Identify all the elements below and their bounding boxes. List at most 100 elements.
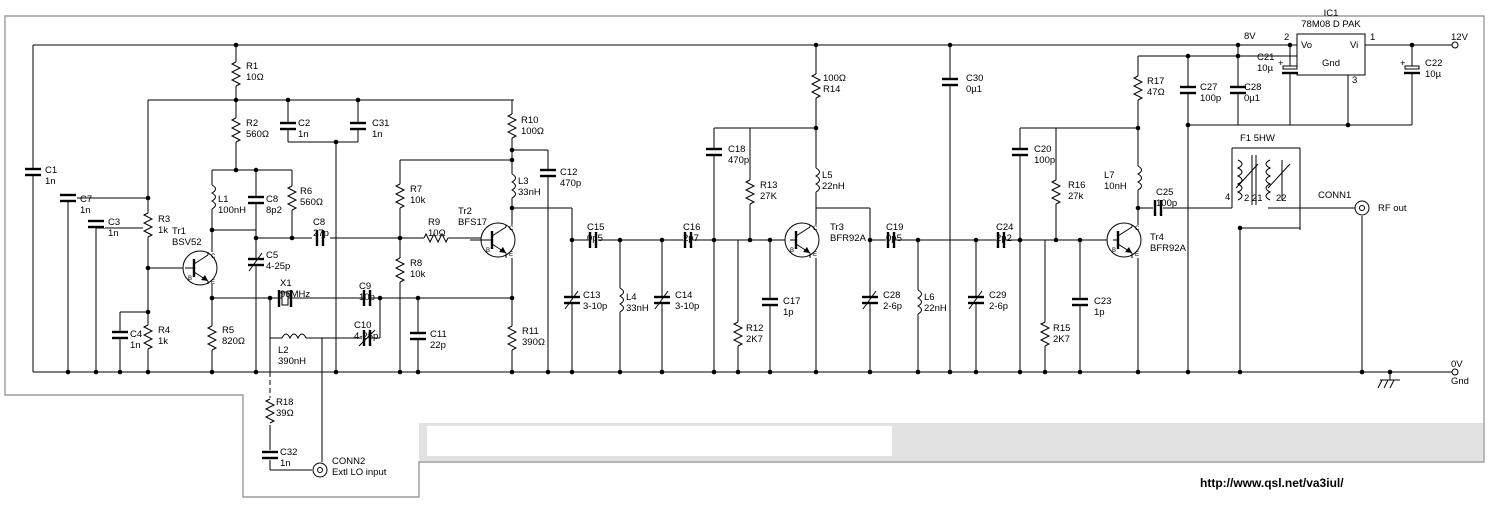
- ic1-ref: IC1: [1324, 8, 1339, 19]
- l7-label-2: 10nH: [1104, 181, 1127, 192]
- r8-label-1: R8: [410, 258, 422, 269]
- conn1-label: CONN1: [1318, 190, 1351, 201]
- ic1-vo-label: Vo: [1301, 40, 1312, 51]
- r2-label-1: R2: [246, 118, 258, 129]
- regulator-wiring: [1137, 45, 1413, 372]
- r5-label-2: 820Ω: [222, 336, 245, 347]
- l5-label-1: L5: [822, 170, 833, 181]
- x1-label-2: 96MHz: [280, 289, 310, 300]
- r8-label-2: 10k: [410, 269, 426, 280]
- conn2-label-2: Extl LO input: [332, 467, 387, 478]
- c23-label-2: 1p: [1094, 307, 1105, 318]
- r11-label-2: 390Ω: [522, 337, 545, 348]
- l5-label-2: 22nH: [822, 181, 845, 192]
- c30-label-2: 0µ1: [966, 84, 982, 95]
- label-0v: 0V: [1451, 359, 1463, 370]
- r3-label-2: 1k: [158, 225, 168, 236]
- conn2-connector[interactable]: [312, 462, 328, 478]
- c31-label-2: 1n: [372, 129, 383, 140]
- c32-label-1: C32: [280, 447, 297, 458]
- tr4-pin-e: E: [1135, 252, 1139, 258]
- tr1-pin-b: B: [188, 276, 192, 282]
- tr2-pin-b: B: [486, 248, 490, 254]
- source-url[interactable]: http://www.qsl.net/va3iul/: [1200, 476, 1344, 490]
- c18-label-1: C18: [728, 144, 745, 155]
- c19-label-2: 0p5: [886, 233, 902, 244]
- r18-label-2: 39Ω: [276, 408, 294, 419]
- c11-label-1: C11: [430, 329, 447, 340]
- c24-label-2: 2p2: [996, 233, 1012, 244]
- c2-label-2: 1n: [298, 129, 309, 140]
- l3-label-1: L3: [518, 176, 529, 187]
- r15-label-1: R15: [1053, 323, 1070, 334]
- c13-label-2: 3-10p: [583, 301, 607, 312]
- c23-label-1: C23: [1094, 296, 1111, 307]
- c24-label-1: C24: [996, 222, 1013, 233]
- r17-label-1: R17: [1147, 76, 1164, 87]
- l1-label-1: L1: [218, 194, 229, 205]
- ic1-pin2: 2: [1284, 32, 1289, 43]
- l7-label-1: L7: [1104, 170, 1115, 181]
- c25-label-1: C25: [1156, 187, 1173, 198]
- ic1-gnd-label: Gnd: [1322, 58, 1340, 69]
- c1-label-2: 1n: [45, 176, 56, 187]
- r7-label-2: 10k: [410, 195, 426, 206]
- tr1-label-2: BSV52: [172, 237, 202, 248]
- l6-label-1: L6: [924, 292, 935, 303]
- tr2-label-1: Tr2: [458, 206, 472, 217]
- ic1-pin3: 3: [1352, 75, 1357, 86]
- c5-label-2: 4-25p: [266, 261, 290, 272]
- conn1-connector[interactable]: CONN1 RF out: [1318, 190, 1407, 216]
- c7-label-1: C7: [80, 194, 92, 205]
- label-gnd: Gnd: [1451, 376, 1469, 387]
- components: C11nC71nC31nC41nR31kR41kBCETr1BSV52R110Ω…: [24, 52, 1442, 478]
- tr4-pin-c: C: [1135, 226, 1140, 232]
- c27-label-2: 100p: [1200, 93, 1221, 104]
- tr2-pin-e: E: [509, 252, 513, 258]
- c5-label-1: C5: [266, 250, 278, 261]
- r9-label-1: R9: [428, 217, 440, 228]
- r18-label-1: R18: [276, 397, 293, 408]
- c3-label-1: C3: [108, 217, 120, 228]
- c32-label-2: 1n: [280, 458, 291, 469]
- filter2-wiring: [870, 45, 1232, 372]
- r13-label-1: R13: [760, 180, 777, 191]
- conn2-label-1: CONN2: [332, 456, 365, 467]
- c22-label-2: 10µ: [1425, 69, 1442, 80]
- output-wiring: [1231, 147, 1363, 372]
- r12-label-1: R12: [746, 323, 763, 334]
- c9-label-2: 10p: [359, 292, 375, 303]
- r7-label-1: R7: [410, 184, 422, 195]
- c12-label-2: 470p: [560, 178, 581, 189]
- f1-transformer: F1 5HW 4 2 21 22: [1225, 133, 1291, 205]
- c28b-label-1: C28: [1244, 82, 1261, 93]
- tr3-label-1: Tr3: [830, 222, 844, 233]
